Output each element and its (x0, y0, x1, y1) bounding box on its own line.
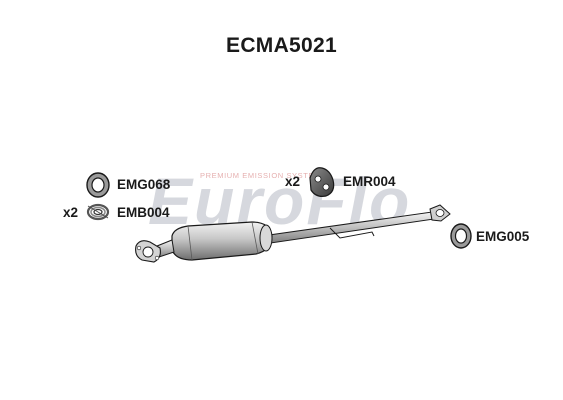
part-code-emg068: EMG068 (117, 177, 171, 192)
rubber-mount-icon (309, 167, 335, 197)
part-code-emr004: EMR004 (343, 174, 396, 189)
watermark-tagline: PREMIUM EMISSION SYSTEMS (200, 171, 327, 180)
part-code-emb004: EMB004 (117, 205, 170, 220)
catalytic-converter-assembly (135, 204, 451, 263)
gasket-ring-icon (86, 172, 110, 198)
outlet-flange (429, 204, 451, 222)
quantity-emr004: x2 (285, 174, 301, 189)
part-number-title: ECMA5021 (226, 34, 337, 57)
spring-icon (86, 203, 110, 221)
inlet-flange (135, 240, 161, 263)
quantity-emb004: x2 (63, 205, 79, 220)
part-code-emg005: EMG005 (476, 229, 530, 244)
gasket-ring-icon (450, 223, 472, 249)
converter-body (171, 221, 273, 261)
